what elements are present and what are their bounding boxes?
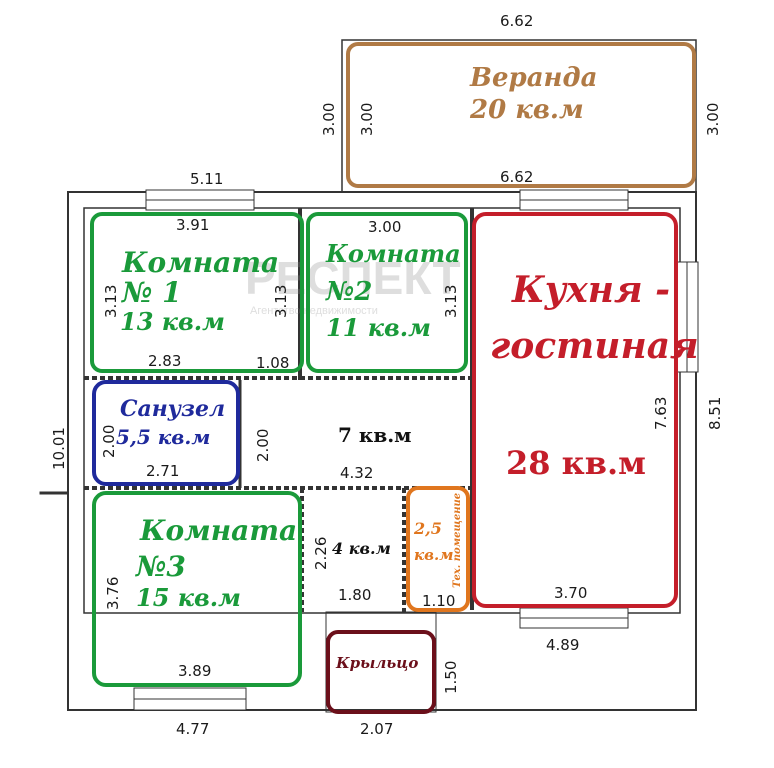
- dim-hall-left: 2.00: [254, 429, 272, 462]
- dim-kitchen-bottom: 3.70: [554, 584, 587, 602]
- dim-veranda-bottom: 6.62: [500, 168, 533, 186]
- dim-bath-left: 2.00: [100, 425, 118, 458]
- dim-bath-bottom: 2.71: [146, 462, 179, 480]
- dim-bottom-right: 4.89: [546, 636, 579, 654]
- tech-area-unit: кв.м: [414, 546, 454, 564]
- dim-veranda-left-inner: 3.00: [358, 103, 376, 136]
- kitchen-name-line1: Кухня -: [511, 269, 670, 311]
- room1-area: 13 кв.м: [120, 307, 225, 336]
- bathroom-name: Санузел: [120, 396, 225, 422]
- dim-room1-right: 3.13: [272, 285, 290, 318]
- dim-top-left: 5.11: [190, 170, 223, 188]
- dim-room1-bottom: 2.83: [148, 352, 181, 370]
- room1-name: Комната: [121, 246, 279, 279]
- dim-room3-left: 3.76: [104, 577, 122, 610]
- dim-room2-right: 3.13: [442, 285, 460, 318]
- kitchen-area: 28 кв.м: [506, 444, 646, 482]
- room1-outline: [90, 212, 304, 373]
- dim-veranda-top: 6.62: [500, 12, 533, 30]
- room2-outline: [306, 212, 468, 373]
- dim-closet-bottom: 1.80: [338, 586, 371, 604]
- kitchen-outline: [472, 212, 678, 608]
- dim-porch-bottom: 2.07: [360, 720, 393, 738]
- room3-name: Комната: [139, 514, 297, 547]
- dim-veranda-right: 3.00: [704, 103, 722, 136]
- dim-tech-bottom: 1.10: [422, 592, 455, 610]
- porch-outline: [326, 630, 436, 714]
- dim-veranda-left-outer: 3.00: [320, 103, 338, 136]
- veranda-area: 20 кв.м: [469, 95, 584, 125]
- dim-porch-right: 1.50: [442, 661, 460, 694]
- dim-room3-bottom: 3.89: [178, 662, 211, 680]
- dim-closet-left: 2.26: [312, 537, 330, 570]
- tech-room-outline: [406, 486, 470, 612]
- dim-room1-left: 3.13: [102, 285, 120, 318]
- room2-area: 11 кв.м: [326, 313, 431, 342]
- closet-area: 4 кв.м: [332, 539, 391, 558]
- tech-area-value: 2,5: [413, 519, 442, 538]
- dim-hall-bottom: 4.32: [340, 464, 373, 482]
- dim-kitchen-right: 7.63: [652, 397, 670, 430]
- bathroom-outline: [92, 380, 240, 486]
- room3-area: 15 кв.м: [136, 583, 241, 612]
- watermark-subtitle: Агентство недвижимости: [250, 305, 378, 317]
- room2-number: №2: [325, 277, 372, 307]
- dim-hall-upper: 1.08: [256, 354, 289, 372]
- bathroom-area: 5,5 кв.м: [116, 425, 210, 449]
- watermark: РЕСПЕКТ Агентство недвижимости: [245, 252, 461, 317]
- room2-name: Комната: [325, 239, 461, 268]
- dim-room1-top: 3.91: [176, 216, 209, 234]
- room3-number: №3: [135, 550, 186, 583]
- room3-outline: [92, 491, 302, 687]
- dim-total-left: 10.01: [50, 427, 68, 470]
- tech-room-name: Тех. помещение: [452, 493, 463, 588]
- hall-area: 7 кв.м: [338, 423, 412, 447]
- windows: [39, 189, 699, 711]
- porch-name: Крыльцо: [335, 654, 418, 672]
- watermark-brand: РЕСПЕКТ: [245, 252, 461, 304]
- dim-bottom-left: 4.77: [176, 720, 209, 738]
- dim-room2-top: 3.00: [368, 218, 401, 236]
- dim-total-right: 8.51: [706, 397, 724, 430]
- veranda-outline: [346, 42, 696, 188]
- window: [39, 491, 69, 495]
- kitchen-name-line2: гостиная: [490, 325, 699, 367]
- room1-number: № 1: [121, 276, 182, 309]
- veranda-name: Веранда: [469, 63, 597, 93]
- dimension-labels: 6.62 6.62 3.00 3.00 3.00 5.11 3.91 3.00 …: [50, 12, 724, 738]
